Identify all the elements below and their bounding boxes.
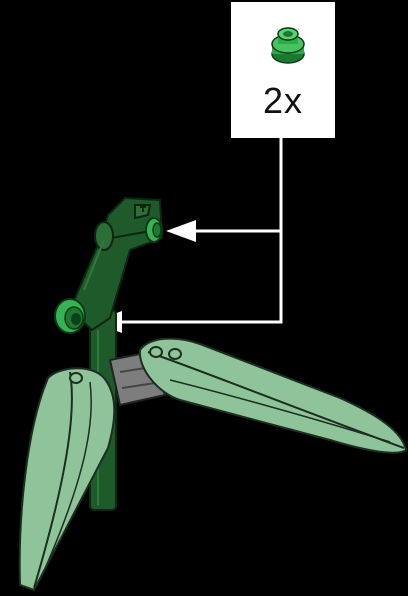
round-plate-upper [146,218,162,242]
right-blade [140,339,406,453]
quantity-label: 2x [231,80,335,122]
parts-callout: 2x [231,2,335,138]
upper-arrow-head [166,220,196,242]
round-plate-lower [55,299,85,333]
round-plate-1x1-green-icon [269,22,307,70]
